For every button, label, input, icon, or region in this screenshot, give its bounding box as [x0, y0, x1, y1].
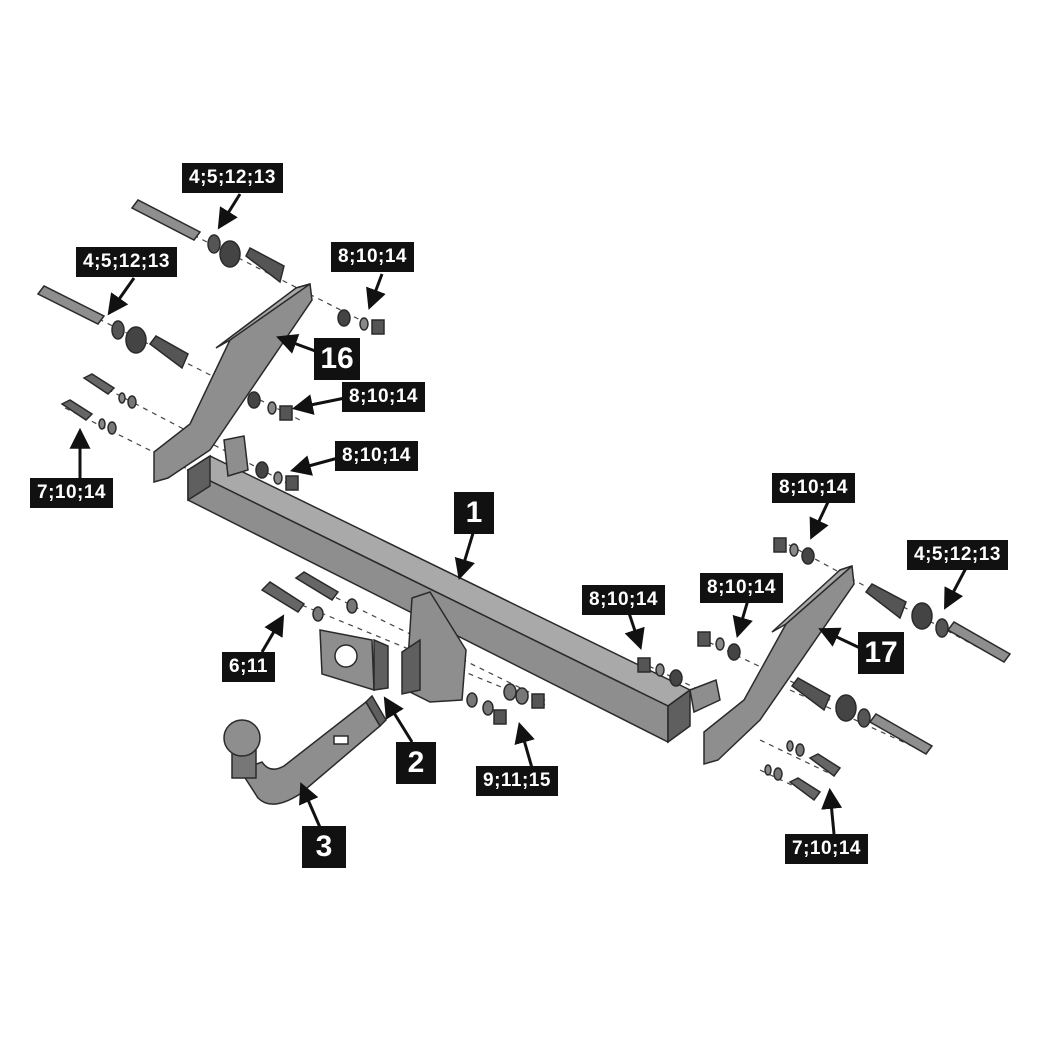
right-bracket [703, 564, 855, 765]
main-crossbar [186, 435, 721, 744]
left-bracket [153, 283, 313, 483]
label-right-bolt: 4;5;12;13 [907, 540, 1008, 570]
label-ball-nuts: 9;11;15 [476, 766, 558, 796]
label-top-bolt: 4;5;12;13 [182, 163, 283, 193]
part-number-1: 1 [454, 492, 494, 534]
part-number-3: 3 [302, 826, 346, 868]
label-right-small: 7;10;14 [785, 834, 868, 864]
part-number-2: 2 [396, 742, 436, 784]
label-center-nut: 8;10;14 [582, 585, 665, 615]
label-left-small: 7;10;14 [30, 478, 113, 508]
label-mid-bolt: 4;5;12;13 [76, 247, 177, 277]
label-right-nut-b: 8;10;14 [772, 473, 855, 503]
part-number-17: 17 [858, 632, 904, 674]
assembly-guide-lines [44, 207, 1006, 797]
label-top-nut: 8;10;14 [331, 242, 414, 272]
ball-mount-hardware [260, 571, 545, 725]
left-hardware [36, 199, 385, 491]
label-bar-nut: 8;10;14 [335, 441, 418, 471]
part-number-16: 16 [314, 338, 360, 380]
right-hardware [637, 537, 1012, 802]
leader-arrows [69, 193, 968, 835]
tow-ball [223, 694, 387, 805]
label-mid-nut: 8;10;14 [342, 382, 425, 412]
label-ball-bolts: 6;11 [222, 652, 275, 682]
label-right-nut-a: 8;10;14 [700, 573, 783, 603]
